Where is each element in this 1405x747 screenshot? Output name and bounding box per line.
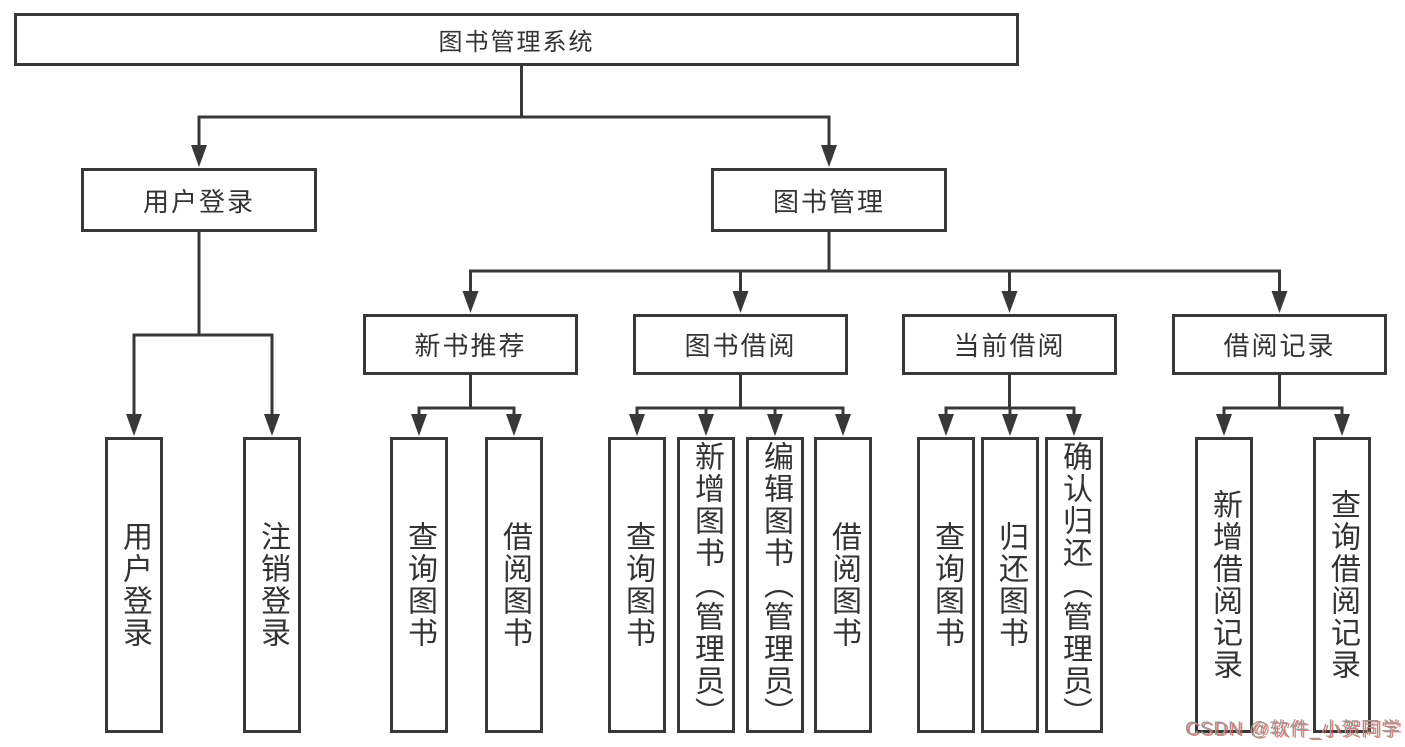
leaf-logout: 注销登录 bbox=[243, 437, 301, 733]
arrow-to-leaf-logout bbox=[264, 335, 280, 436]
leaf-user-login: 用户登录 bbox=[105, 437, 163, 733]
leaf-query-book-b-label: 查询图书 bbox=[621, 521, 654, 649]
leaf-query-book-a-label: 查询图书 bbox=[403, 521, 436, 649]
stem-current-borrow bbox=[944, 375, 1076, 410]
stem-user-login bbox=[132, 232, 274, 337]
arrow-to-book-mgmt bbox=[821, 117, 837, 167]
leaf-query-book-b: 查询图书 bbox=[608, 437, 666, 733]
node-book-borrow-label: 图书借阅 bbox=[684, 331, 797, 361]
arrow-to-leaf-confirm-return bbox=[1066, 408, 1082, 436]
stem-borrow-records bbox=[1222, 375, 1344, 410]
arrow-to-leaf-query-book-b bbox=[629, 408, 645, 436]
leaf-return-book-label: 归还图书 bbox=[994, 521, 1027, 649]
node-current-borrow-label: 当前借阅 bbox=[953, 331, 1066, 361]
arrow-to-book-borrow bbox=[732, 271, 749, 313]
leaf-return-book: 归还图书 bbox=[981, 437, 1039, 733]
leaf-borrow-book-b: 借阅图书 bbox=[814, 437, 872, 733]
leaf-confirm-return: 确认归还（管理员） bbox=[1045, 437, 1103, 733]
leaf-query-record: 查询借阅记录 bbox=[1313, 437, 1371, 733]
node-borrow-records: 借阅记录 bbox=[1172, 314, 1387, 375]
leaf-add-record: 新增借阅记录 bbox=[1195, 437, 1253, 733]
leaf-add-book-label: 新增图书（管理员） bbox=[690, 441, 723, 729]
arrow-to-leaf-edit-book bbox=[767, 408, 783, 436]
node-user-login: 用户登录 bbox=[81, 168, 317, 232]
leaf-confirm-return-label: 确认归还（管理员） bbox=[1058, 441, 1091, 729]
leaf-add-record-label: 新增借阅记录 bbox=[1208, 489, 1241, 681]
leaf-logout-label: 注销登录 bbox=[256, 521, 289, 649]
arrow-to-leaf-user-login bbox=[126, 335, 142, 436]
arrow-to-leaf-return-book bbox=[1002, 408, 1018, 436]
node-borrow-records-label: 借阅记录 bbox=[1223, 331, 1336, 361]
leaf-query-book-c-label: 查询图书 bbox=[930, 521, 963, 649]
leaf-borrow-book-a: 借阅图书 bbox=[485, 437, 543, 733]
leaf-borrow-book-b-label: 借阅图书 bbox=[827, 521, 860, 649]
node-new-book-label: 新书推荐 bbox=[414, 331, 527, 361]
leaf-add-book: 新增图书（管理员） bbox=[677, 437, 735, 733]
arrow-to-leaf-query-record bbox=[1334, 408, 1350, 436]
arrow-to-leaf-add-book bbox=[698, 408, 714, 436]
node-user-login-label: 用户登录 bbox=[142, 186, 255, 217]
arrow-to-leaf-query-book-c bbox=[938, 408, 954, 436]
node-book-mgmt: 图书管理 bbox=[711, 168, 947, 232]
leaf-edit-book: 编辑图书（管理员） bbox=[746, 437, 804, 733]
stem-root bbox=[197, 66, 831, 119]
node-root: 图书管理系统 bbox=[14, 13, 1019, 66]
arrow-to-leaf-borrow-book-a bbox=[506, 408, 522, 436]
node-new-book: 新书推荐 bbox=[363, 314, 578, 375]
arrow-to-leaf-borrow-book-b bbox=[835, 408, 851, 436]
node-book-mgmt-label: 图书管理 bbox=[772, 186, 885, 217]
arrow-to-leaf-add-record bbox=[1216, 408, 1232, 436]
stem-book-mgmt bbox=[469, 232, 1281, 273]
leaf-query-book-a: 查询图书 bbox=[390, 437, 448, 733]
node-book-borrow: 图书借阅 bbox=[633, 314, 848, 375]
node-current-borrow: 当前借阅 bbox=[902, 314, 1117, 375]
leaf-user-login-label: 用户登录 bbox=[118, 521, 151, 649]
arrow-to-new-book bbox=[462, 271, 479, 313]
leaf-query-book-c: 查询图书 bbox=[917, 437, 975, 733]
arrow-to-current-borrow bbox=[1001, 271, 1018, 313]
arrow-to-leaf-query-book-a bbox=[411, 408, 427, 436]
node-root-label: 图书管理系统 bbox=[438, 29, 595, 56]
arrow-to-user-login bbox=[191, 117, 207, 167]
stem-book-borrow bbox=[635, 375, 845, 410]
leaf-borrow-book-a-label: 借阅图书 bbox=[498, 521, 531, 649]
leaf-query-record-label: 查询借阅记录 bbox=[1326, 489, 1359, 681]
arrow-to-borrow-records bbox=[1271, 271, 1288, 313]
stem-new-book bbox=[417, 375, 516, 410]
leaf-edit-book-label: 编辑图书（管理员） bbox=[759, 441, 792, 729]
